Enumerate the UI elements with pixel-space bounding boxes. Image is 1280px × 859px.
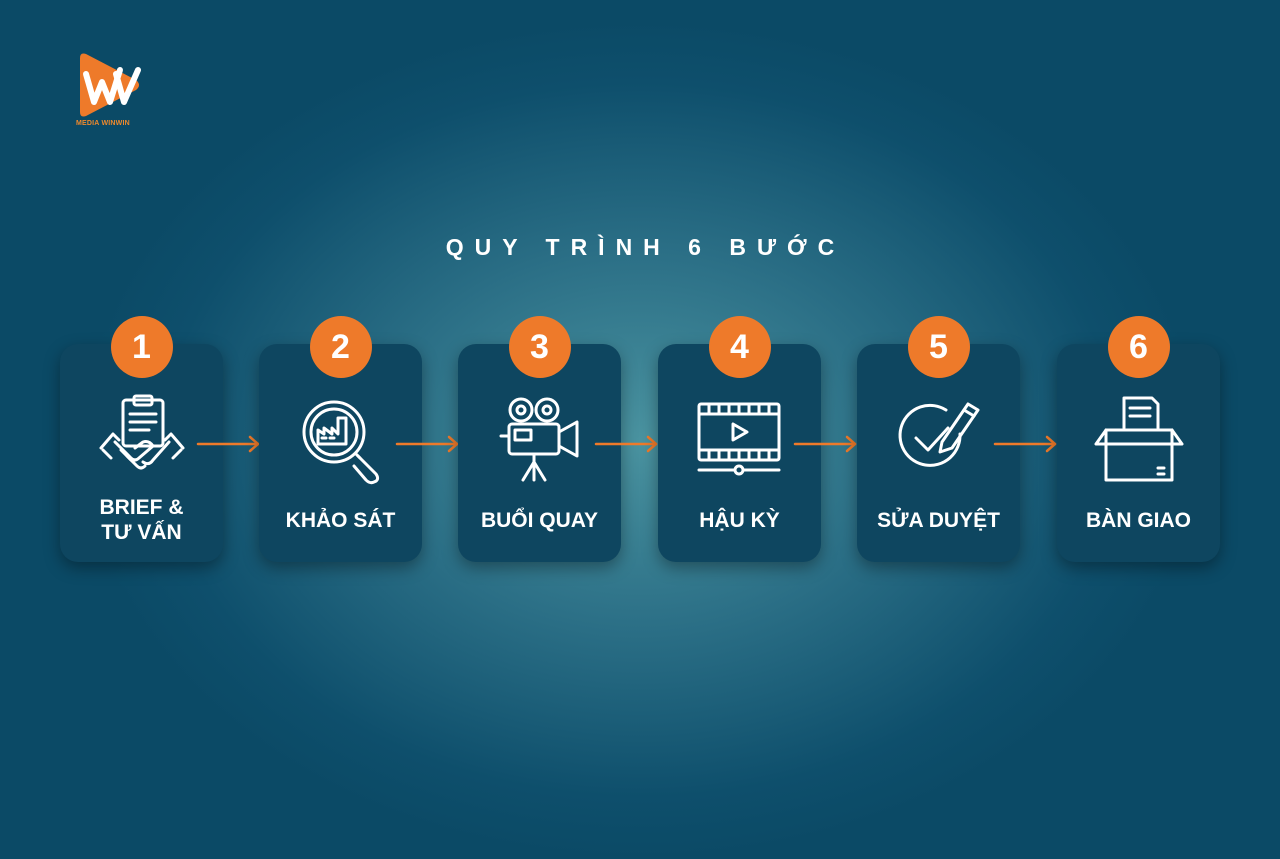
play-w-logo-icon [80, 53, 141, 117]
arrow-icon [993, 434, 1059, 454]
step-label-line1: BRIEF & [99, 496, 184, 519]
magnifier-factory-icon [296, 394, 386, 486]
step-label: BUỔI QUAY [458, 492, 621, 548]
step-label-line2: TƯ VẤN [101, 521, 182, 544]
page-title: QUY TRÌNH 6 BƯỚC [445, 234, 846, 260]
step-card-3: 3 BUỔI QUAY [458, 316, 621, 562]
arrow-icon [594, 434, 660, 454]
step-card-1: 1 BRIEF & TƯ VẤN [60, 316, 223, 562]
step-card-4: 4 [658, 316, 821, 562]
step-number-badge: 2 [309, 316, 372, 378]
step-label-line1: HẬU KỲ [699, 508, 780, 532]
step-card-6: 6 BÀN GIAO [1057, 316, 1220, 562]
video-player-icon [695, 394, 785, 486]
check-pencil-icon [894, 394, 984, 486]
step-label: HẬU KỲ [658, 492, 821, 548]
step-card-5: 5 SỬA DUYỆT [857, 316, 1020, 562]
step-card-2: 2 KHẢO SÁT [259, 316, 422, 562]
step-label: BÀN GIAO [1057, 492, 1220, 548]
movie-camera-icon [495, 394, 585, 486]
step-number-badge: 4 [708, 316, 771, 378]
delivery-box-icon [1094, 394, 1184, 486]
step-label-line1: SỬA DUYỆT [877, 508, 1000, 532]
brand-name: MEDIA WINWIN [76, 120, 130, 127]
step-number-badge: 5 [907, 316, 970, 378]
arrow-icon [196, 434, 262, 454]
step-label: BRIEF & TƯ VẤN [60, 492, 223, 548]
step-label: SỬA DUYỆT [857, 492, 1020, 548]
step-label-line1: BÀN GIAO [1086, 508, 1191, 532]
handshake-clipboard-icon [97, 394, 187, 486]
step-number-badge: 6 [1107, 316, 1170, 378]
step-label: KHẢO SÁT [259, 492, 422, 548]
step-number-badge: 1 [110, 316, 173, 378]
arrow-icon [395, 434, 461, 454]
step-number-badge: 3 [508, 316, 571, 378]
step-label-line1: KHẢO SÁT [285, 508, 396, 532]
brand-logo: MEDIA WINWIN [76, 52, 146, 132]
step-label-line1: BUỔI QUAY [480, 508, 599, 532]
arrow-icon [793, 434, 859, 454]
